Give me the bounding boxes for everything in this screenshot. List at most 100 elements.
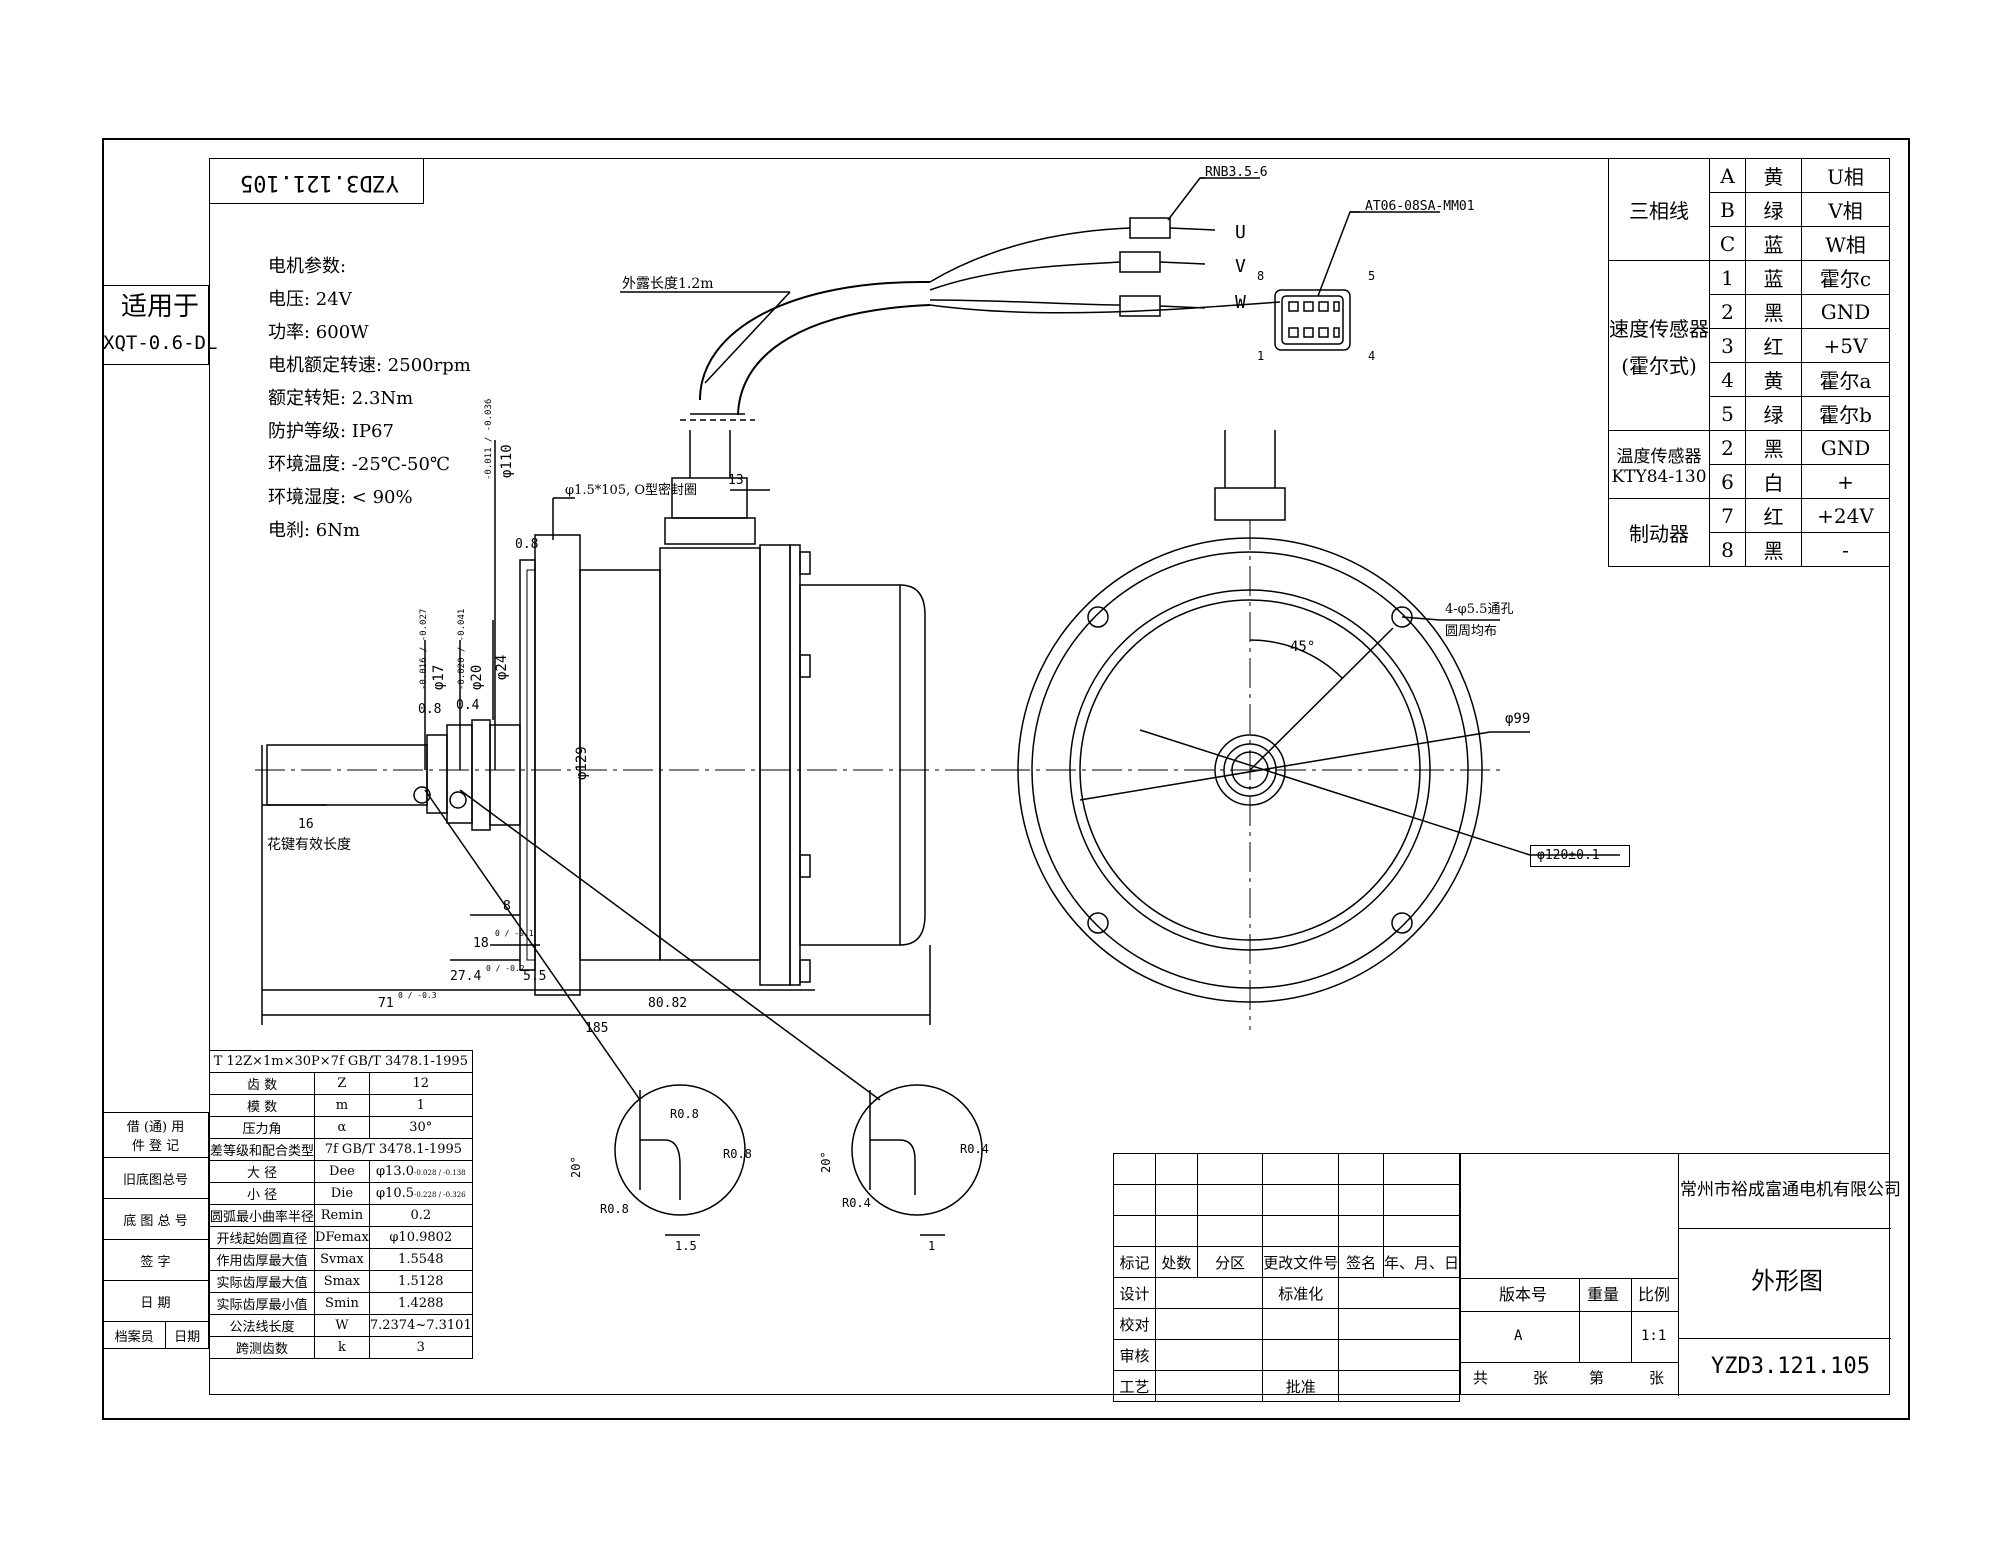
- die-value: φ10.5: [375, 1186, 415, 1201]
- detail-b-circle: [851, 1084, 983, 1216]
- table-cell: [1338, 1339, 1460, 1371]
- table-cell: 设计: [1113, 1277, 1156, 1309]
- cable-wire-conn: [929, 301, 1281, 314]
- table-cell: [1338, 1277, 1460, 1309]
- table-cell: 作用齿厚最大值: [208, 1248, 316, 1271]
- table-row: 审核: [1113, 1339, 1460, 1371]
- title-divider: [1678, 1228, 1891, 1229]
- wiring-color: 白: [1745, 464, 1802, 499]
- table-cell: [1154, 1184, 1198, 1216]
- applies-to-label: 适用于: [121, 292, 200, 322]
- table-cell: Die: [314, 1182, 370, 1205]
- table-cell: 实际齿厚最小值: [208, 1292, 316, 1315]
- dim-d24: φ24: [494, 654, 510, 680]
- table-cell: [1338, 1215, 1384, 1247]
- table-cell: 工艺: [1113, 1370, 1156, 1402]
- holes-label-2: 圆周均布: [1445, 624, 1498, 639]
- detail-a-r1: R0.8: [670, 1107, 699, 1121]
- param-line: 额定转矩: 2.3Nm: [268, 388, 414, 409]
- table-cell: [1196, 1184, 1264, 1216]
- param-line: 环境湿度: < 90%: [268, 487, 413, 508]
- wiring-function: GND: [1801, 430, 1890, 465]
- cable: [737, 304, 931, 416]
- dim-16: 16: [298, 817, 314, 832]
- dim-r08a: 0.8: [418, 702, 442, 717]
- wiring-group-sublabel: (霍尔式): [1621, 353, 1697, 378]
- table-cell: 审核: [1113, 1339, 1156, 1371]
- dim-d20-tol: -0.020 / -0.041: [457, 608, 467, 690]
- table-row: 借 (通) 用件 登 记: [102, 1112, 209, 1158]
- table-cell: 处数: [1154, 1246, 1198, 1278]
- param-line: 电机参数:: [268, 256, 347, 277]
- table-cell: 0.2: [368, 1204, 473, 1227]
- detail-a-r2: R0.8: [723, 1147, 752, 1161]
- table-cell: 7.2374~7.3101: [368, 1314, 473, 1337]
- table-cell: Z: [314, 1072, 370, 1095]
- dim-18-tol: 0 / -0.1: [495, 929, 534, 938]
- wiring-pin: 1: [1709, 260, 1746, 295]
- terminal-v: [1119, 251, 1161, 273]
- table-cell: 模 数: [208, 1094, 316, 1117]
- dim-80-82: 80.82: [648, 996, 688, 1011]
- table-cell: [1154, 1215, 1198, 1247]
- title-divider: [1461, 1278, 1678, 1279]
- table-cell: φ13.0-0.028 / -0.138: [368, 1160, 473, 1183]
- cable: [699, 280, 931, 401]
- wiring-color: 黑: [1745, 532, 1802, 567]
- table-cell: Dee: [314, 1160, 370, 1183]
- table-row: 设计标准化: [1113, 1277, 1460, 1309]
- table-cell: [1262, 1153, 1340, 1185]
- table-cell: 12: [368, 1072, 473, 1095]
- table-cell: 日期: [165, 1321, 209, 1349]
- sheet-unit: 张: [1649, 1369, 1665, 1387]
- title-divider: [1631, 1278, 1632, 1362]
- dim-d110: φ110: [499, 444, 515, 478]
- table-cell: [1113, 1215, 1156, 1247]
- wiring-color: 黑: [1745, 294, 1802, 329]
- table-cell: [1196, 1215, 1264, 1247]
- table-cell: 齿 数: [208, 1072, 316, 1095]
- table-cell: [1382, 1215, 1461, 1247]
- bolt-hole: [1391, 912, 1413, 934]
- table-cell: Smax: [314, 1270, 370, 1293]
- wiring-pin: 8: [1709, 532, 1746, 567]
- sheets-unit: 张: [1533, 1369, 1549, 1387]
- bolt-hole: [1391, 606, 1413, 628]
- inner-border: [209, 158, 1890, 1395]
- table-row: [1113, 1184, 1461, 1216]
- dim-71-tol: 0 / -0.3: [398, 991, 437, 1000]
- title-divider: [1678, 1154, 1679, 1396]
- dim-d17-tol: -0.016 / -0.027: [419, 608, 429, 690]
- table-cell: 年、月、日: [1382, 1246, 1461, 1278]
- wire-w-label: W: [1235, 292, 1246, 313]
- table-cell: [1262, 1339, 1340, 1371]
- table-cell: [1154, 1153, 1198, 1185]
- title-divider: [1461, 1311, 1678, 1312]
- table-cell: W: [314, 1314, 370, 1337]
- table-cell: Svmax: [314, 1248, 370, 1271]
- wiring-pin: A: [1709, 158, 1746, 193]
- table-cell: 1.4288: [368, 1292, 473, 1315]
- wiring-color: 红: [1745, 498, 1802, 533]
- wiring-group-label: 速度传感器: [1609, 316, 1709, 341]
- wiring-pin: 7: [1709, 498, 1746, 533]
- table-cell: [1338, 1184, 1384, 1216]
- table-cell: 跨测齿数: [208, 1336, 316, 1359]
- wiring-function: +: [1801, 464, 1890, 499]
- title-divider: [1461, 1362, 1678, 1363]
- param-line: 电机额定转速: 2500rpm: [268, 355, 471, 376]
- table-cell: [1262, 1215, 1340, 1247]
- title-divider: [1579, 1278, 1580, 1362]
- wiring-function: -: [1801, 532, 1890, 567]
